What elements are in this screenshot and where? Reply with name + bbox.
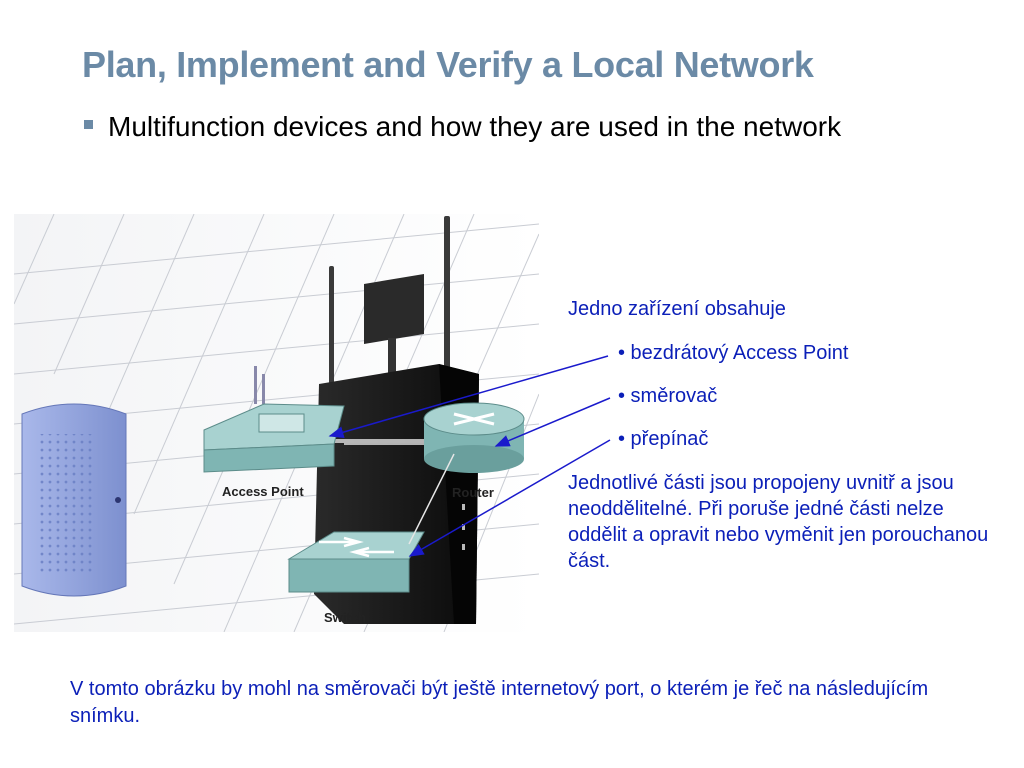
label-router: Router bbox=[452, 485, 494, 500]
bullet-text: Multifunction devices and how they are u… bbox=[108, 111, 842, 142]
device-illustration: Access Point Router Switch bbox=[14, 214, 539, 632]
label-switch: Switch bbox=[324, 610, 366, 625]
callout-item-switch: • přepínač bbox=[618, 428, 709, 450]
square-bullet-icon bbox=[84, 120, 93, 129]
modem-device bbox=[21, 403, 127, 597]
callout-description: Jednotlivé části jsou propojeny uvnitř a… bbox=[568, 472, 989, 572]
callout-item-router: • směrovač bbox=[618, 385, 718, 407]
callout-intro: Jedno zařízení obsahuje bbox=[568, 298, 786, 320]
footer-note: V tomto obrázku by mohl na směrovači být… bbox=[70, 678, 929, 727]
slide-title: Plan, Implement and Verify a Local Netwo… bbox=[82, 44, 814, 85]
router-device bbox=[423, 402, 525, 473]
access-point-device bbox=[203, 366, 345, 473]
callout-item-access-point: • bezdrátový Access Point bbox=[618, 342, 849, 364]
switch-device bbox=[287, 531, 425, 593]
device-diagram: Access Point Router Switch bbox=[14, 214, 539, 632]
label-access-point: Access Point bbox=[222, 484, 304, 499]
